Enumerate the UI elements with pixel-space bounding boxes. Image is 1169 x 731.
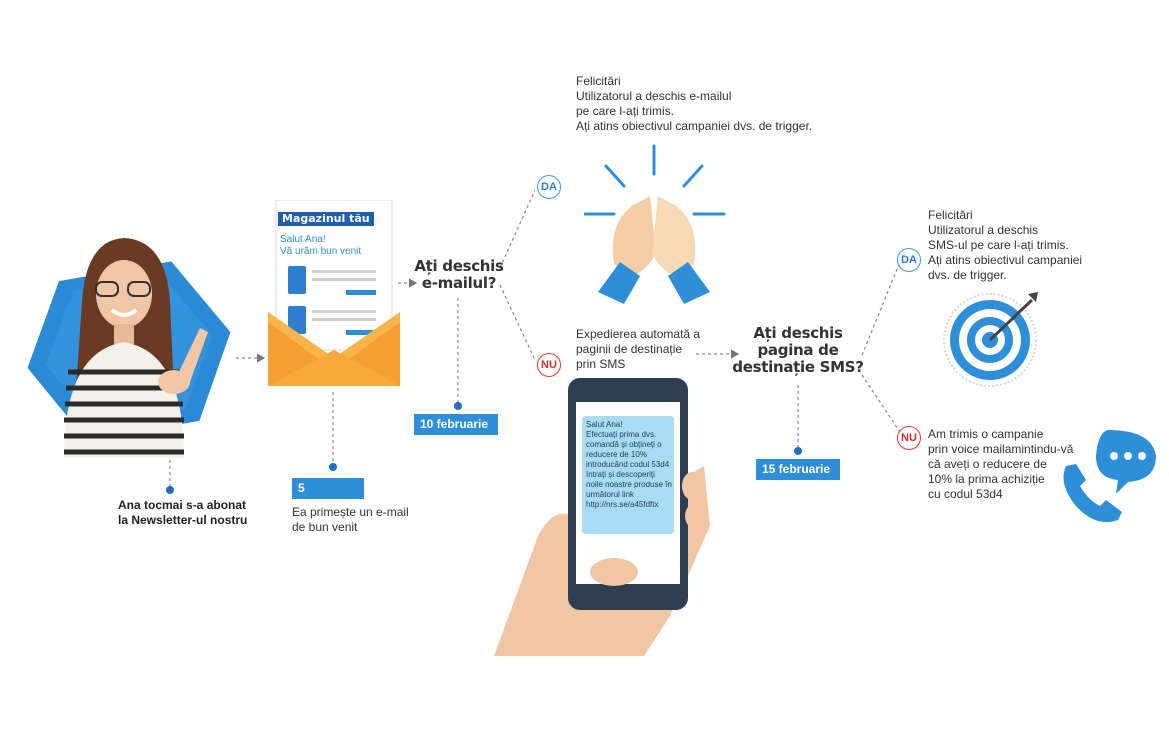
subscribe-line-1: Ana tocmai s-a abonat	[118, 498, 247, 512]
voice-line-3: că aveți o reducere de	[928, 457, 1047, 471]
timeline-dot	[454, 402, 462, 410]
sms-line: următorul link	[586, 490, 635, 499]
mail-greeting: Salut Ana!	[280, 234, 326, 245]
question-sms-opened: Ați deschis pagina de destinație SMS?	[728, 325, 868, 376]
no-tag-sms: NU	[897, 426, 921, 450]
congrats-email-line-1: Felicitări	[576, 74, 621, 88]
sms-send-text: Expedierea automată a paginii de destina…	[576, 327, 700, 372]
timeline-dot	[794, 447, 802, 455]
congrats-sms-line-5: dvs. de trigger.	[928, 268, 1007, 282]
sms-line: Intrați și descoperiți	[586, 470, 655, 479]
voice-campaign-text: Am trimis o campanie prin voice mailamin…	[928, 427, 1073, 502]
congrats-email-line-4: Ați atins obiectivul campaniei dvs. de t…	[576, 119, 813, 133]
congrats-email-text: Felicitări Utilizatorul a deschis e-mail…	[576, 74, 812, 134]
congrats-email-line-3: pe care l-ați trimis.	[576, 104, 675, 118]
sms-date-badge: 15 februarie	[756, 459, 840, 480]
question-sms-line-2: pagina de	[757, 341, 839, 359]
sms-line: reducere de 10%	[586, 450, 647, 459]
subscribe-line-2: la Newsletter-ul nostru	[118, 513, 248, 527]
question-sms-line-3: destinație SMS?	[732, 358, 864, 376]
sms-send-line-1: Expedierea automată a	[576, 327, 701, 341]
sms-message-bubble: Salut Ana! Efectuați prima dvs. comandă …	[586, 420, 672, 510]
congrats-sms-line-1: Felicitări	[928, 208, 973, 222]
sms-line: introducând codul 53d4	[586, 460, 670, 469]
phone-in-hand-illustration: Salut Ana! Efectuați prima dvs. comandă …	[494, 376, 710, 656]
sms-link[interactable]: http://nrs.se/a45fdftx	[586, 500, 659, 509]
question-email-line-2: e-mailul?	[421, 274, 497, 292]
target-icon	[938, 288, 1042, 388]
sms-line: Efectuați prima dvs.	[586, 430, 657, 439]
subscriber-illustration	[24, 232, 234, 458]
congrats-sms-line-3: SMS-ul pe care l-ați trimis.	[928, 238, 1069, 252]
congrats-email-line-2: Utilizatorul a deschis e-mailul	[576, 89, 732, 103]
yes-tag-email: DA	[537, 175, 561, 199]
email-line-2: de bun venit	[292, 520, 358, 534]
sms-send-line-3: prin SMS	[576, 357, 626, 371]
subscribe-text: Ana tocmai s-a abonat la Newsletter-ul n…	[118, 498, 247, 528]
high-five-illustration	[582, 144, 728, 308]
timeline-dot	[329, 463, 337, 471]
welcome-email-envelope: Magazinul tău Salut Ana! Vă urăm bun ven…	[268, 200, 400, 386]
voice-line-5: cu codul 53d4	[928, 487, 1003, 501]
open-date-badge: 10 februarie	[414, 414, 498, 435]
yes-tag-sms: DA	[897, 248, 921, 272]
question-sms-line-1: Ați deschis	[753, 324, 843, 342]
voice-line-1: Am trimis o campanie	[928, 427, 1044, 441]
mail-header: Magazinul tău	[278, 212, 374, 226]
voice-line-2: prin voice mailamintindu-vă	[928, 442, 1074, 456]
timeline-dot	[166, 486, 174, 494]
congrats-sms-text: Felicitări Utilizatorul a deschis SMS-ul…	[928, 208, 1082, 283]
email-date-badge: 5 februarie	[292, 478, 364, 516]
email-text: Ea primește un e-mail de bun venit	[292, 505, 409, 535]
voice-line-4: 10% la prima achiziție	[928, 472, 1045, 486]
email-line-1: Ea primește un e-mail	[292, 505, 409, 519]
mail-welcome: Vă urăm bun venit	[280, 246, 362, 257]
no-tag-email: NU	[537, 353, 561, 377]
congrats-sms-line-4: Ați atins obiectivul campaniei	[928, 253, 1083, 267]
question-email-opened: Ați deschis e-mailul?	[414, 258, 504, 292]
phone-call-icon	[1056, 424, 1160, 528]
sms-line: comandă și obțineți o	[586, 440, 662, 449]
sms-line: noile noastre produse în	[586, 480, 672, 489]
congrats-sms-line-2: Utilizatorul a deschis	[928, 223, 1039, 237]
question-email-line-1: Ați deschis	[414, 257, 504, 275]
sms-line: Salut Ana!	[586, 420, 623, 429]
sms-send-line-2: paginii de destinație	[576, 342, 683, 356]
